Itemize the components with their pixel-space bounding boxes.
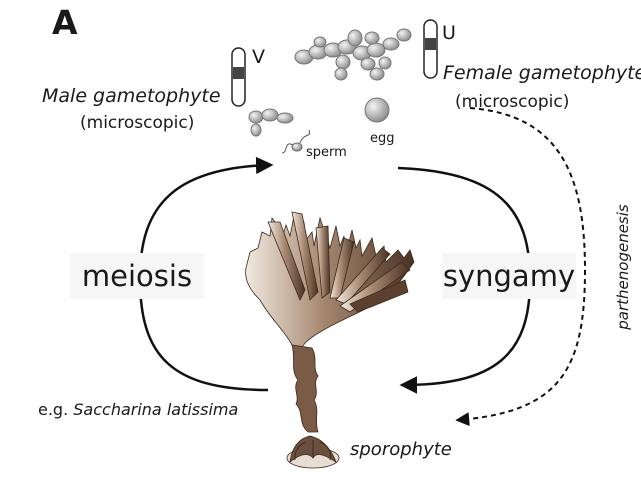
male-gametophyte-title: Male gametophyte bbox=[42, 85, 221, 107]
chromosome-v-label: V bbox=[252, 46, 265, 68]
sperm-label: sperm bbox=[306, 145, 347, 160]
example-prefix: e.g. bbox=[38, 400, 68, 419]
chromosome-u-icon bbox=[424, 20, 437, 78]
sporophyte-label: sporophyte bbox=[350, 439, 452, 460]
chromosome-v-icon bbox=[232, 48, 245, 106]
kelp-sporophyte-illustration bbox=[246, 212, 414, 468]
female-gametophyte-subtitle: (microscopic) bbox=[455, 92, 569, 112]
panel-label: A bbox=[52, 3, 78, 42]
example-species-name: Saccharina latissima bbox=[73, 400, 238, 419]
female-gametophyte-cells bbox=[295, 29, 411, 80]
female-gametophyte-title: Female gametophyte bbox=[443, 62, 641, 84]
meiosis-label: meiosis bbox=[70, 253, 204, 299]
male-gametophyte-subtitle: (microscopic) bbox=[80, 113, 194, 133]
chromosome-u-label: U bbox=[442, 22, 456, 44]
egg-cell-icon bbox=[365, 98, 389, 122]
parthenogenesis-label: parthenogenesis bbox=[614, 192, 632, 342]
example-species: e.g. Saccharina latissima bbox=[38, 400, 238, 419]
egg-label: egg bbox=[370, 131, 395, 146]
male-gametophyte-cells bbox=[249, 109, 293, 136]
syngamy-label: syngamy bbox=[442, 253, 576, 299]
